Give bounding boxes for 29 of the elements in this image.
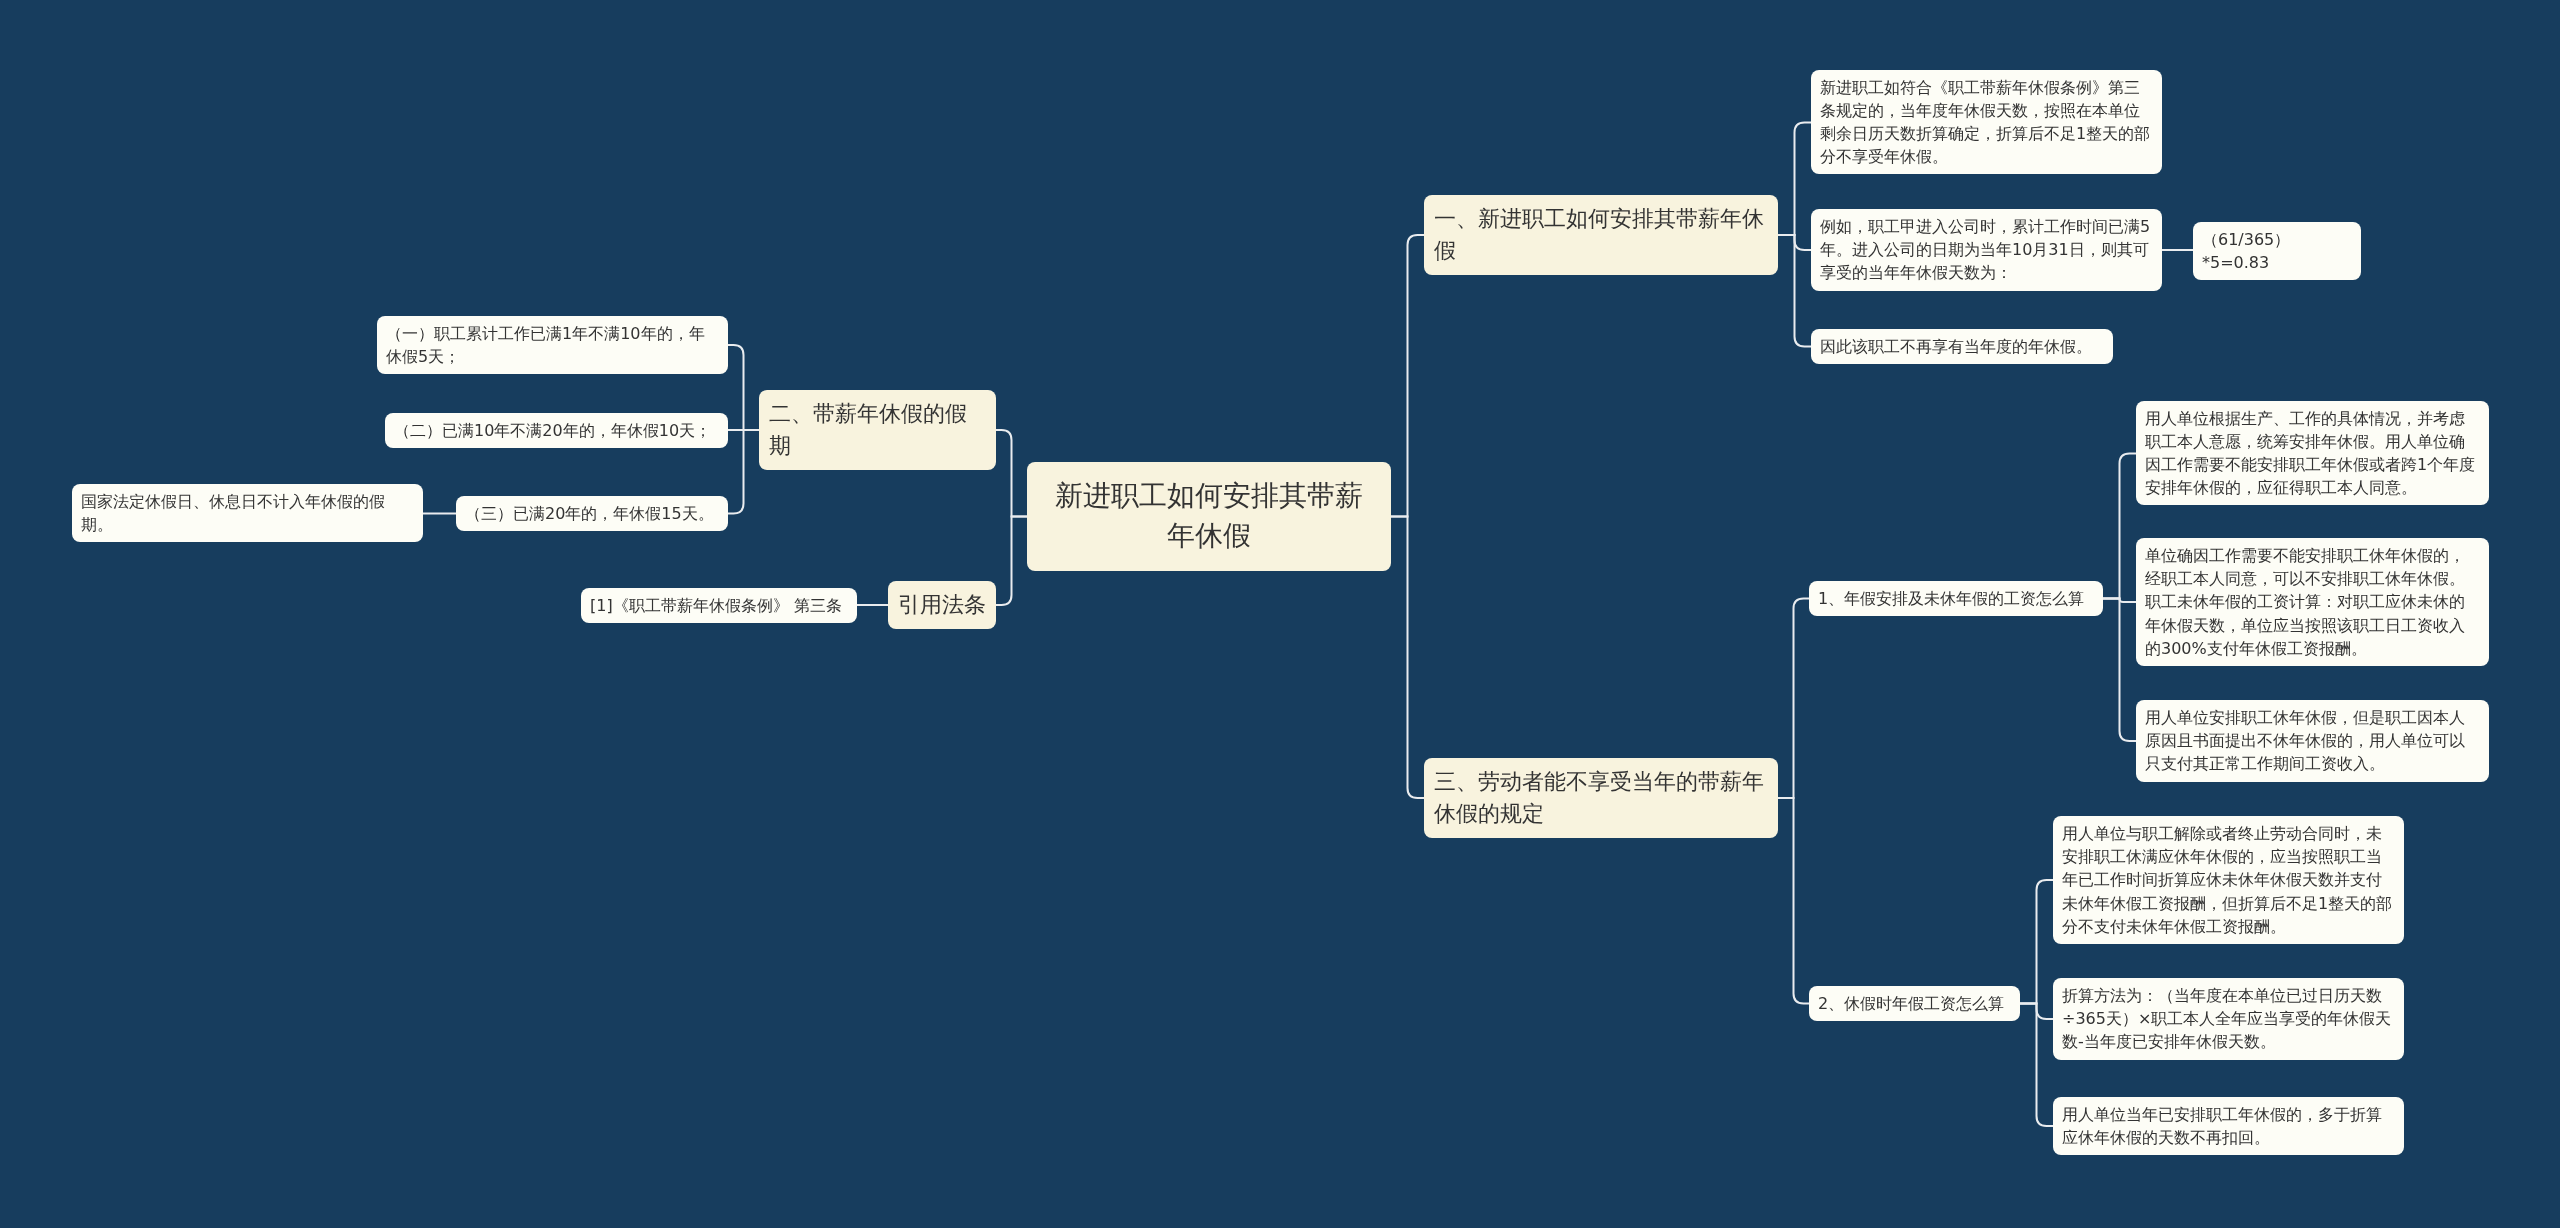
subtopic-box: 用人单位根据生产、工作的具体情况，并考虑职工本人意愿，统筹安排年休假。用人单位确因工作需要不能安排职工年休假或者跨1个年度安排年休假的，应征得职工本人同意。	[2136, 400, 2489, 506]
connector-line	[1777, 234, 1812, 348]
subtopic-box: 例如，职工甲进入公司时，累计工作时间已满5年。进入公司的日期为当年10月31日，则其可享受的当年年休假天数为：	[1811, 209, 2162, 291]
subtopic-box: 折算方法为：（当年度在本单位已过日历天数÷365天）×职工本人全年应当享受的年休假天数-当年度已安排年休假天数。	[2053, 978, 2404, 1060]
connector-line	[856, 604, 889, 606]
subtopic-box: 1、年假安排及未休年假的工资怎么算	[1809, 580, 2103, 616]
topic-box: 一、新进职工如何安排其带薪年休假	[1424, 195, 1778, 275]
central-topic-box: 新进职工如何安排其带薪年休假	[1027, 461, 1391, 571]
subtopic-box: 用人单位当年已安排职工年休假的，多于折算应休年休假的天数不再扣回。	[2053, 1097, 2404, 1156]
subtopic-box: 用人单位安排职工休年休假，但是职工因本人原因且书面提出不休年休假的，用人单位可以只支付其正常工作期间工资收入。	[2136, 700, 2489, 782]
subtopic-box: [1]《职工带薪年休假条例》 第三条	[581, 587, 857, 623]
topic-box: 引用法条	[888, 581, 996, 629]
subtopic-box: （61/365）*5=0.83	[2193, 222, 2361, 281]
topic-box: 三、劳动者能不享受当年的带薪年休假的规定	[1424, 758, 1778, 838]
connector-line	[422, 512, 457, 515]
subtopic-box: 因此该职工不再享有当年度的年休假。	[1811, 328, 2113, 364]
topic-box: 二、带薪年休假的假期	[759, 390, 996, 470]
subtopic-box: 用人单位与职工解除或者终止劳动合同时，未安排职工休满应休年休假的，应当按照职工当年已工作时间折算应休未休年休假天数并支付未休年休假工资报酬，但折算后不足1整天的部分不支付未休年休假工资报酬。	[2053, 816, 2404, 944]
subtopic-box: （三）已满20年的，年休假15天。	[456, 495, 728, 531]
subtopic-box: 2、休假时年假工资怎么算	[1809, 985, 2020, 1021]
subtopic-box: 单位确因工作需要不能安排职工休年休假的，经职工本人同意，可以不安排职工休年休假。职工未休年假的工资计算：对职工应休未休的年休假天数，单位应当按照该职工日工资收入的300%支付年休假工资报酬。	[2136, 538, 2489, 666]
connector-line	[2019, 1002, 2054, 1127]
subtopic-box: 新进职工如符合《职工带薪年休假条例》第三条规定的，当年度年休假天数，按照在本单位剩余日历天数折算确定，折算后不足1整天的部分不享受年休假。	[1811, 69, 2162, 175]
subtopic-box: （二）已满10年不满20年的，年休假10天；	[385, 412, 728, 448]
subtopic-box: 国家法定休假日、休息日不计入年休假的假期。	[72, 484, 423, 543]
connector-line	[2102, 597, 2137, 742]
connector-line	[1390, 515, 1425, 799]
connector-line	[2161, 249, 2194, 251]
subtopic-box: （一）职工累计工作已满1年不满10年的，年休假5天；	[377, 316, 728, 375]
